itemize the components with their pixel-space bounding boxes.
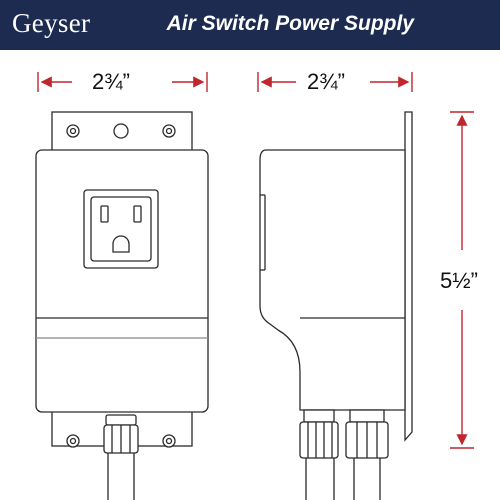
front-view	[35, 111, 209, 500]
front-width-dimension: 2¾”	[92, 69, 130, 94]
brand-logo: Geyser	[12, 8, 91, 38]
side-housing	[259, 149, 406, 411]
dimension-markers	[37, 72, 474, 449]
back-mounting-plate	[404, 111, 413, 442]
power-cable	[107, 476, 135, 500]
cable-gland-icon	[299, 409, 339, 459]
power-cable	[305, 458, 381, 500]
height-dimension: 5½”	[440, 268, 478, 293]
side-view	[259, 111, 413, 500]
header-banner: Geyser Air Switch Power Supply	[0, 0, 500, 50]
outlet-icon	[83, 189, 159, 269]
page-title: Air Switch Power Supply	[166, 12, 414, 35]
cable-gland-icon	[345, 409, 389, 459]
side-depth-dimension: 2¾”	[307, 69, 345, 94]
front-housing	[35, 149, 209, 413]
cable-gland-icon	[103, 414, 139, 476]
mounting-hole-icon	[113, 123, 129, 139]
